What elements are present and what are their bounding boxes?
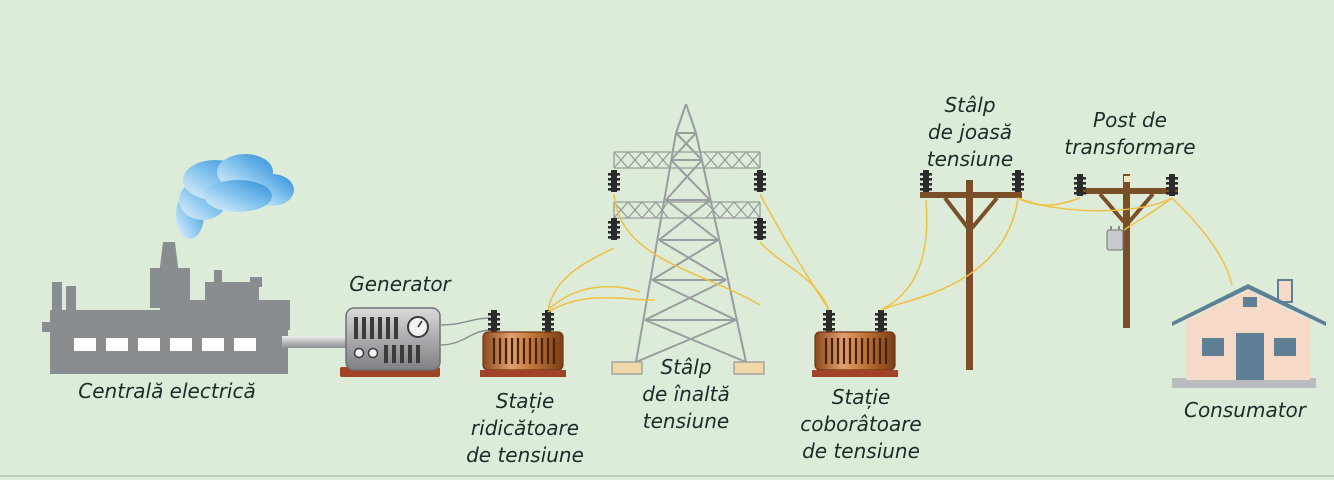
- step-up-station-label: Stație ridicătoare de tensiune: [440, 388, 610, 469]
- power-plant-label-text: Centrală electrică: [78, 379, 256, 403]
- step-down-station-label: Stație coborâtoare de tensiune: [776, 384, 946, 465]
- high-voltage-pylon-label: Stâlp de înaltă tensiune: [616, 354, 756, 435]
- step-up-label-line-2: ridicătoare: [470, 416, 580, 440]
- step-down-transformer: [812, 310, 898, 377]
- lv-pole-label-line-2: de joasă: [927, 120, 1013, 144]
- step-up-label-line-1: Stație: [495, 389, 555, 413]
- generator: [340, 307, 441, 377]
- factory-building: [42, 242, 290, 374]
- step-down-label-line-1: Stație: [831, 385, 891, 409]
- pole-transformer-icon: [1106, 226, 1124, 251]
- consumer-label-text: Consumator: [1183, 398, 1306, 422]
- consumer-label: Consumator: [1170, 397, 1320, 424]
- transformer-post-label-line-1: Post de: [1093, 108, 1167, 132]
- step-down-label-line-2: coborâtoare: [800, 412, 922, 436]
- step-down-label-line-3: de tensiune: [802, 439, 920, 463]
- step-up-transformer: [480, 310, 566, 377]
- low-voltage-pole: [920, 170, 1024, 370]
- consumer-house: [1172, 279, 1326, 388]
- power-lines: [547, 193, 1233, 313]
- step-up-label-line-3: de tensiune: [466, 443, 584, 467]
- steam-pipe: [282, 336, 346, 348]
- generator-wires: [439, 317, 493, 346]
- generator-label-text: Generator: [349, 272, 451, 296]
- lv-pole-label-line-1: Stâlp: [944, 93, 996, 117]
- hv-pylon-label-line-1: Stâlp: [660, 355, 712, 379]
- power-plant: [42, 154, 346, 374]
- smoke-cloud: [176, 154, 294, 239]
- factory-windows: [74, 338, 256, 351]
- pylon-insulators: [608, 170, 766, 240]
- transformer-post-label-line-2: transformare: [1064, 135, 1196, 159]
- transformer-post: [1074, 174, 1178, 328]
- transformer-post-label: Post de transformare: [1050, 107, 1210, 161]
- hv-pylon-label-line-3: tensiune: [642, 409, 730, 433]
- lv-pole-label-line-3: tensiune: [926, 147, 1014, 171]
- hv-pylon-label-line-2: de înaltă: [642, 382, 730, 406]
- high-voltage-pylon: [611, 103, 765, 375]
- low-voltage-pole-label: Stâlp de joasă tensiune: [905, 92, 1035, 173]
- power-plant-label: Centrală electrică: [62, 378, 272, 405]
- generator-label: Generator: [335, 271, 465, 298]
